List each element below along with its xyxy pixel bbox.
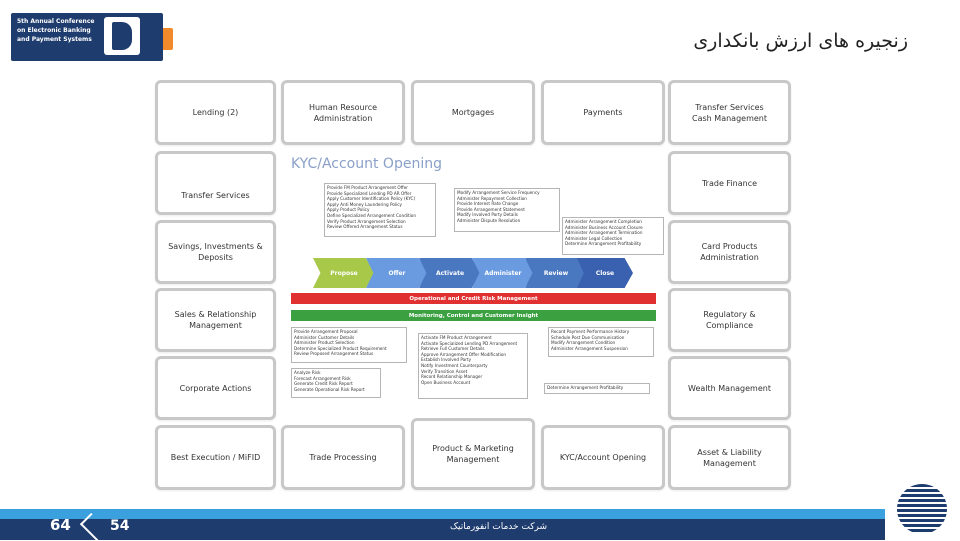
activity-line: Generate Operational Risk Report xyxy=(294,386,365,392)
tile-wealth[interactable]: Wealth Management xyxy=(668,356,791,420)
activity-line: Administer Arrangement Completion xyxy=(565,219,642,224)
activity-line: Modify Arrangement Service Frequency xyxy=(457,190,540,195)
activity-line: Modify Involved Party Details xyxy=(457,212,518,218)
activity-line: Administer Product Selection xyxy=(294,340,355,346)
stage-offer[interactable]: Offer xyxy=(366,258,428,288)
tile-card-products[interactable]: Card Products Administration xyxy=(668,220,791,284)
tile-kyc[interactable]: KYC/Account Opening xyxy=(541,425,665,490)
activity-line: Review Offered Arrangement Status xyxy=(327,224,403,230)
slide-page-number: 54 xyxy=(110,518,130,534)
activity-line: Administer Legal Collection xyxy=(565,235,623,241)
activity-line: Verify Product Arrangement Selection xyxy=(327,218,406,224)
company-globe-logo xyxy=(897,484,947,534)
activity-line: Analyze Risk xyxy=(294,370,321,375)
tile-hr-admin[interactable]: Human Resource Administration xyxy=(281,80,405,145)
logo-b-icon xyxy=(112,22,132,50)
activity-line: Provide Arrangement Statement xyxy=(457,206,525,212)
activity-line: Provide Specialized Lending PD AR Offer xyxy=(327,190,412,196)
activity-line: Open Business Account xyxy=(421,379,471,385)
activity-line: Provide Arrangement Proposal xyxy=(294,329,358,334)
stage-review[interactable]: Review xyxy=(525,258,587,288)
activity-line: Generate Credit Risk Report xyxy=(294,381,353,387)
activity-line: Schedule Post Due Communication xyxy=(551,334,625,340)
tile-transfer-services[interactable]: Transfer Services xyxy=(155,151,276,215)
activity-line: Provide Interest Rate Change xyxy=(457,201,519,207)
tile-trade-finance[interactable]: Trade Finance xyxy=(668,151,791,215)
tile-corporate-actions[interactable]: Corporate Actions xyxy=(155,356,276,420)
activity-line: Determine Arrangement Profitability xyxy=(565,241,642,247)
activity-line: Review Proposed Arrangement Status xyxy=(294,351,374,357)
tile-savings[interactable]: Savings, Investments & Deposits xyxy=(155,220,276,284)
band-monitoring: Monitoring, Control and Customer Insight xyxy=(291,310,656,321)
conference-logo-text: 5th Annual Conference on Electronic Bank… xyxy=(17,18,95,43)
footer-accent-bar xyxy=(0,509,885,520)
stage-close[interactable]: Close xyxy=(577,258,633,288)
tile-best-execution[interactable]: Best Execution / MiFID xyxy=(155,425,276,490)
activity-line: Define Specialized Arrangement Condition xyxy=(327,212,416,218)
tile-payments[interactable]: Payments xyxy=(541,80,665,145)
activity-line: Administer Dispute Resolution xyxy=(457,217,521,223)
kyc-diagram-title: KYC/Account Opening xyxy=(291,156,442,172)
tile-asset-liability[interactable]: Asset & Liability Management xyxy=(668,425,791,490)
activity-line: Notify Investment Counterparty xyxy=(421,362,488,368)
activity-line: Forecast Arrangement Risk xyxy=(294,375,351,381)
footer-bar xyxy=(0,519,885,540)
activity-line: Administer Arrangement Suspension xyxy=(551,345,628,351)
activity-line: Activate FM Product Arrangement xyxy=(421,335,492,340)
activity-line: Determine Arrangement Profitability xyxy=(547,385,624,390)
activity-line: Administer Arrangement Termination xyxy=(565,230,643,236)
activity-line: Provide FM Product Arrangement Offer xyxy=(327,185,408,190)
activity-line: Activate Specialized Lending PD Arrangem… xyxy=(421,340,518,346)
profitability-box: Determine Arrangement Profitability xyxy=(544,383,650,394)
activity-line: Verify Transition Asset xyxy=(421,368,468,374)
company-name: شرکت خدمات انفورماتیک xyxy=(450,522,548,532)
tile-transfer-cash[interactable]: Transfer Services Cash Management xyxy=(668,80,791,145)
tile-trade-processing[interactable]: Trade Processing xyxy=(281,425,405,490)
activity-line: Retrieve Full Customer Details xyxy=(421,346,485,352)
band-operational-risk: Operational and Credit Risk Management xyxy=(291,293,656,304)
activity-line: Apply Product Policy xyxy=(327,207,370,213)
activity-line: Administer Business Account Closure xyxy=(565,224,643,230)
activity-line: Determine Specialized Product Requiremen… xyxy=(294,345,387,351)
activity-line: Apply Anti Money Laundering Policy xyxy=(327,201,403,207)
tile-regulatory[interactable]: Regulatory & Compliance xyxy=(668,288,791,352)
activity-line: Record Payment Performance History xyxy=(551,329,630,334)
activity-line: Administer Repayment Collection xyxy=(457,195,527,201)
stage-administer[interactable]: Administer xyxy=(472,258,534,288)
tile-lending[interactable]: Lending (2) xyxy=(155,80,276,145)
activity-line: Administer Customer Details xyxy=(294,334,355,340)
activity-line: Record Relationship Manager xyxy=(421,374,483,380)
slide-number: 64 xyxy=(50,516,71,534)
activity-line: Modify Arrangement Condition xyxy=(551,340,616,346)
tile-mortgages[interactable]: Mortgages xyxy=(411,80,535,145)
tile-product-marketing[interactable]: Product & Marketing Management xyxy=(411,418,535,490)
tile-sales-relationship[interactable]: Sales & Relationship Management xyxy=(155,288,276,352)
slide-title: زنجیره های ارزش بانکداری xyxy=(693,30,908,52)
activity-line: Approve Arrangement Offer Modification xyxy=(421,351,507,357)
activity-line: Establish Involved Party xyxy=(421,357,472,363)
stage-activate[interactable]: Activate xyxy=(419,258,481,288)
stage-propose[interactable]: Propose xyxy=(313,258,375,288)
activity-line: Apply Customer Identification Policy (KY… xyxy=(327,196,416,202)
